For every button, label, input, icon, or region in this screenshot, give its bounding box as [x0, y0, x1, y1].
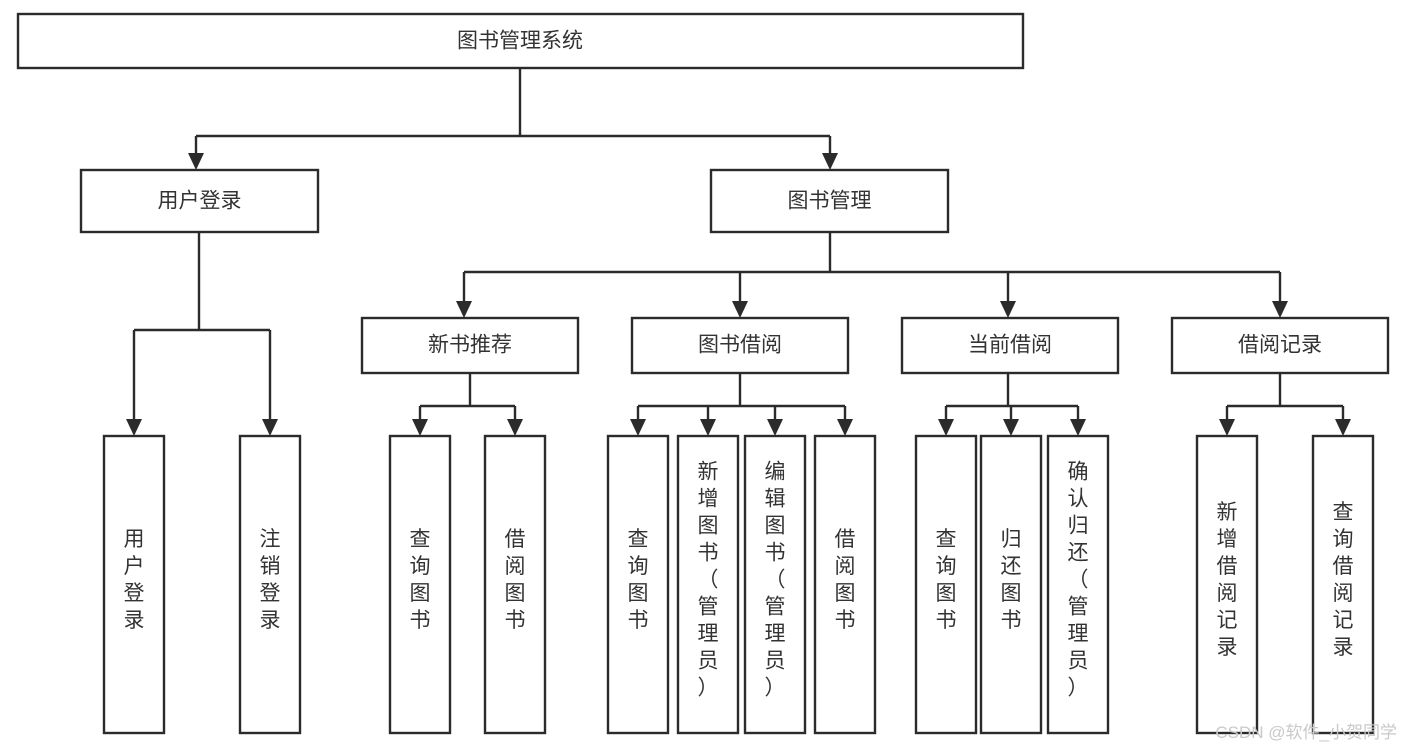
node-leaf-logout-box[interactable] [238, 434, 302, 735]
arrow-bm-to-bookborrow [732, 301, 748, 318]
node-user-login[interactable]: 用户登录 [79, 168, 320, 234]
node-root-label: 图书管理系统 [457, 30, 583, 53]
arrow-bookborrow-to-leaf1 [630, 419, 646, 436]
node-leaf-query-record-box[interactable] [1311, 434, 1375, 735]
node-book-management-box[interactable] [709, 168, 950, 234]
node-leaf-query-book-1[interactable]: 查询图书 [388, 434, 452, 735]
node-new-book-recommend-box[interactable] [360, 316, 580, 375]
connector-layer [126, 68, 1351, 436]
node-leaf-query-book-2[interactable]: 查询图书 [606, 434, 670, 735]
node-leaf-add-book[interactable]: 新增图书（管理员） [676, 434, 740, 735]
node-leaf-return-book[interactable]: 归还图书 [979, 434, 1043, 735]
node-leaf-query-book-3-box[interactable] [914, 434, 978, 735]
arrow-bm-to-newbook [456, 301, 472, 318]
arrow-borrowrecord-to-leaf1 [1219, 419, 1235, 436]
node-leaf-edit-book-label: 编辑图书（管理员） [765, 461, 786, 700]
arrow-bookborrow-to-leaf3 [767, 419, 783, 436]
node-new-book-recommend[interactable]: 新书推荐 [360, 316, 580, 375]
node-leaf-borrow-book-1[interactable]: 借阅图书 [483, 434, 547, 735]
node-leaf-query-book-2-label: 查询图书 [628, 528, 649, 632]
arrow-root-to-user-login [188, 153, 204, 170]
arrow-user-login-to-leaf2 [262, 419, 278, 436]
node-leaf-return-book-box[interactable] [979, 434, 1043, 735]
arrow-currentborrow-to-leaf3 [1070, 419, 1086, 436]
node-current-borrow-label: 当前借阅 [968, 334, 1052, 357]
node-new-book-recommend-label: 新书推荐 [428, 334, 512, 357]
node-leaf-confirm-return-box[interactable] [1046, 434, 1110, 735]
node-leaf-logout[interactable]: 注销登录 [238, 434, 302, 735]
node-borrow-record[interactable]: 借阅记录 [1170, 316, 1390, 375]
node-book-management-label: 图书管理 [788, 190, 872, 213]
arrow-bm-to-currentborrow [1000, 301, 1016, 318]
node-leaf-borrow-book-1-box[interactable] [483, 434, 547, 735]
node-leaf-query-record-label: 查询借阅记录 [1333, 501, 1354, 659]
csdn-watermark: CSDN @软件_小贺同学 [1215, 723, 1397, 742]
node-leaf-borrow-book-2-label: 借阅图书 [835, 528, 856, 632]
node-user-login-label: 用户登录 [158, 190, 242, 213]
node-leaf-query-record[interactable]: 查询借阅记录 [1311, 434, 1375, 735]
node-borrow-record-label: 借阅记录 [1238, 334, 1322, 357]
node-leaf-borrow-book-2[interactable]: 借阅图书 [813, 434, 877, 735]
node-current-borrow-box[interactable] [900, 316, 1120, 375]
node-user-login-box[interactable] [79, 168, 320, 234]
arrow-user-login-to-leaf1 [126, 419, 142, 436]
arrow-currentborrow-to-leaf2 [1003, 419, 1019, 436]
arrow-borrowrecord-to-leaf2 [1335, 419, 1351, 436]
arrow-newbook-to-leaf1 [412, 419, 428, 436]
node-leaf-edit-book[interactable]: 编辑图书（管理员） [743, 434, 807, 735]
node-layer: 图书管理系统 用户登录 图书管理 新书推荐 图书借阅 当前借阅 借阅记录 [16, 12, 1390, 735]
node-leaf-query-book-3-label: 查询图书 [936, 528, 957, 632]
arrow-newbook-to-leaf2 [507, 419, 523, 436]
node-root[interactable]: 图书管理系统 [16, 12, 1025, 70]
node-leaf-return-book-label: 归还图书 [1001, 528, 1022, 632]
node-leaf-query-book-2-box[interactable] [606, 434, 670, 735]
node-leaf-confirm-return[interactable]: 确认归还（管理员） [1046, 434, 1110, 735]
arrow-root-to-book-management [822, 153, 838, 170]
node-book-management[interactable]: 图书管理 [709, 168, 950, 234]
node-leaf-add-record[interactable]: 新增借阅记录 [1195, 434, 1259, 735]
node-leaf-borrow-book-2-box[interactable] [813, 434, 877, 735]
arrow-bookborrow-to-leaf4 [837, 419, 853, 436]
node-leaf-query-book-1-box[interactable] [388, 434, 452, 735]
node-borrow-record-box[interactable] [1170, 316, 1390, 375]
node-book-borrow-box[interactable] [630, 316, 850, 375]
node-leaf-add-record-box[interactable] [1195, 434, 1259, 735]
node-book-borrow[interactable]: 图书借阅 [630, 316, 850, 375]
node-leaf-logout-label: 注销登录 [260, 528, 281, 632]
node-leaf-query-book-3[interactable]: 查询图书 [914, 434, 978, 735]
node-leaf-confirm-return-label: 确认归还（管理员） [1068, 461, 1089, 700]
node-leaf-edit-book-box[interactable] [743, 434, 807, 735]
node-leaf-user-login[interactable]: 用户登录 [102, 434, 166, 735]
node-root-box[interactable] [16, 12, 1025, 70]
arrow-bm-to-borrowrecord [1272, 301, 1288, 318]
node-leaf-user-login-label: 用户登录 [124, 528, 145, 632]
node-leaf-add-book-box[interactable] [676, 434, 740, 735]
node-leaf-user-login-box[interactable] [102, 434, 166, 735]
node-leaf-add-record-label: 新增借阅记录 [1217, 501, 1238, 659]
arrow-bookborrow-to-leaf2 [700, 419, 716, 436]
node-current-borrow[interactable]: 当前借阅 [900, 316, 1120, 375]
node-book-borrow-label: 图书借阅 [698, 334, 782, 357]
node-leaf-borrow-book-1-label: 借阅图书 [505, 528, 526, 632]
node-leaf-query-book-1-label: 查询图书 [410, 528, 431, 632]
arrow-currentborrow-to-leaf1 [938, 419, 954, 436]
node-leaf-add-book-label: 新增图书（管理员） [698, 461, 719, 700]
